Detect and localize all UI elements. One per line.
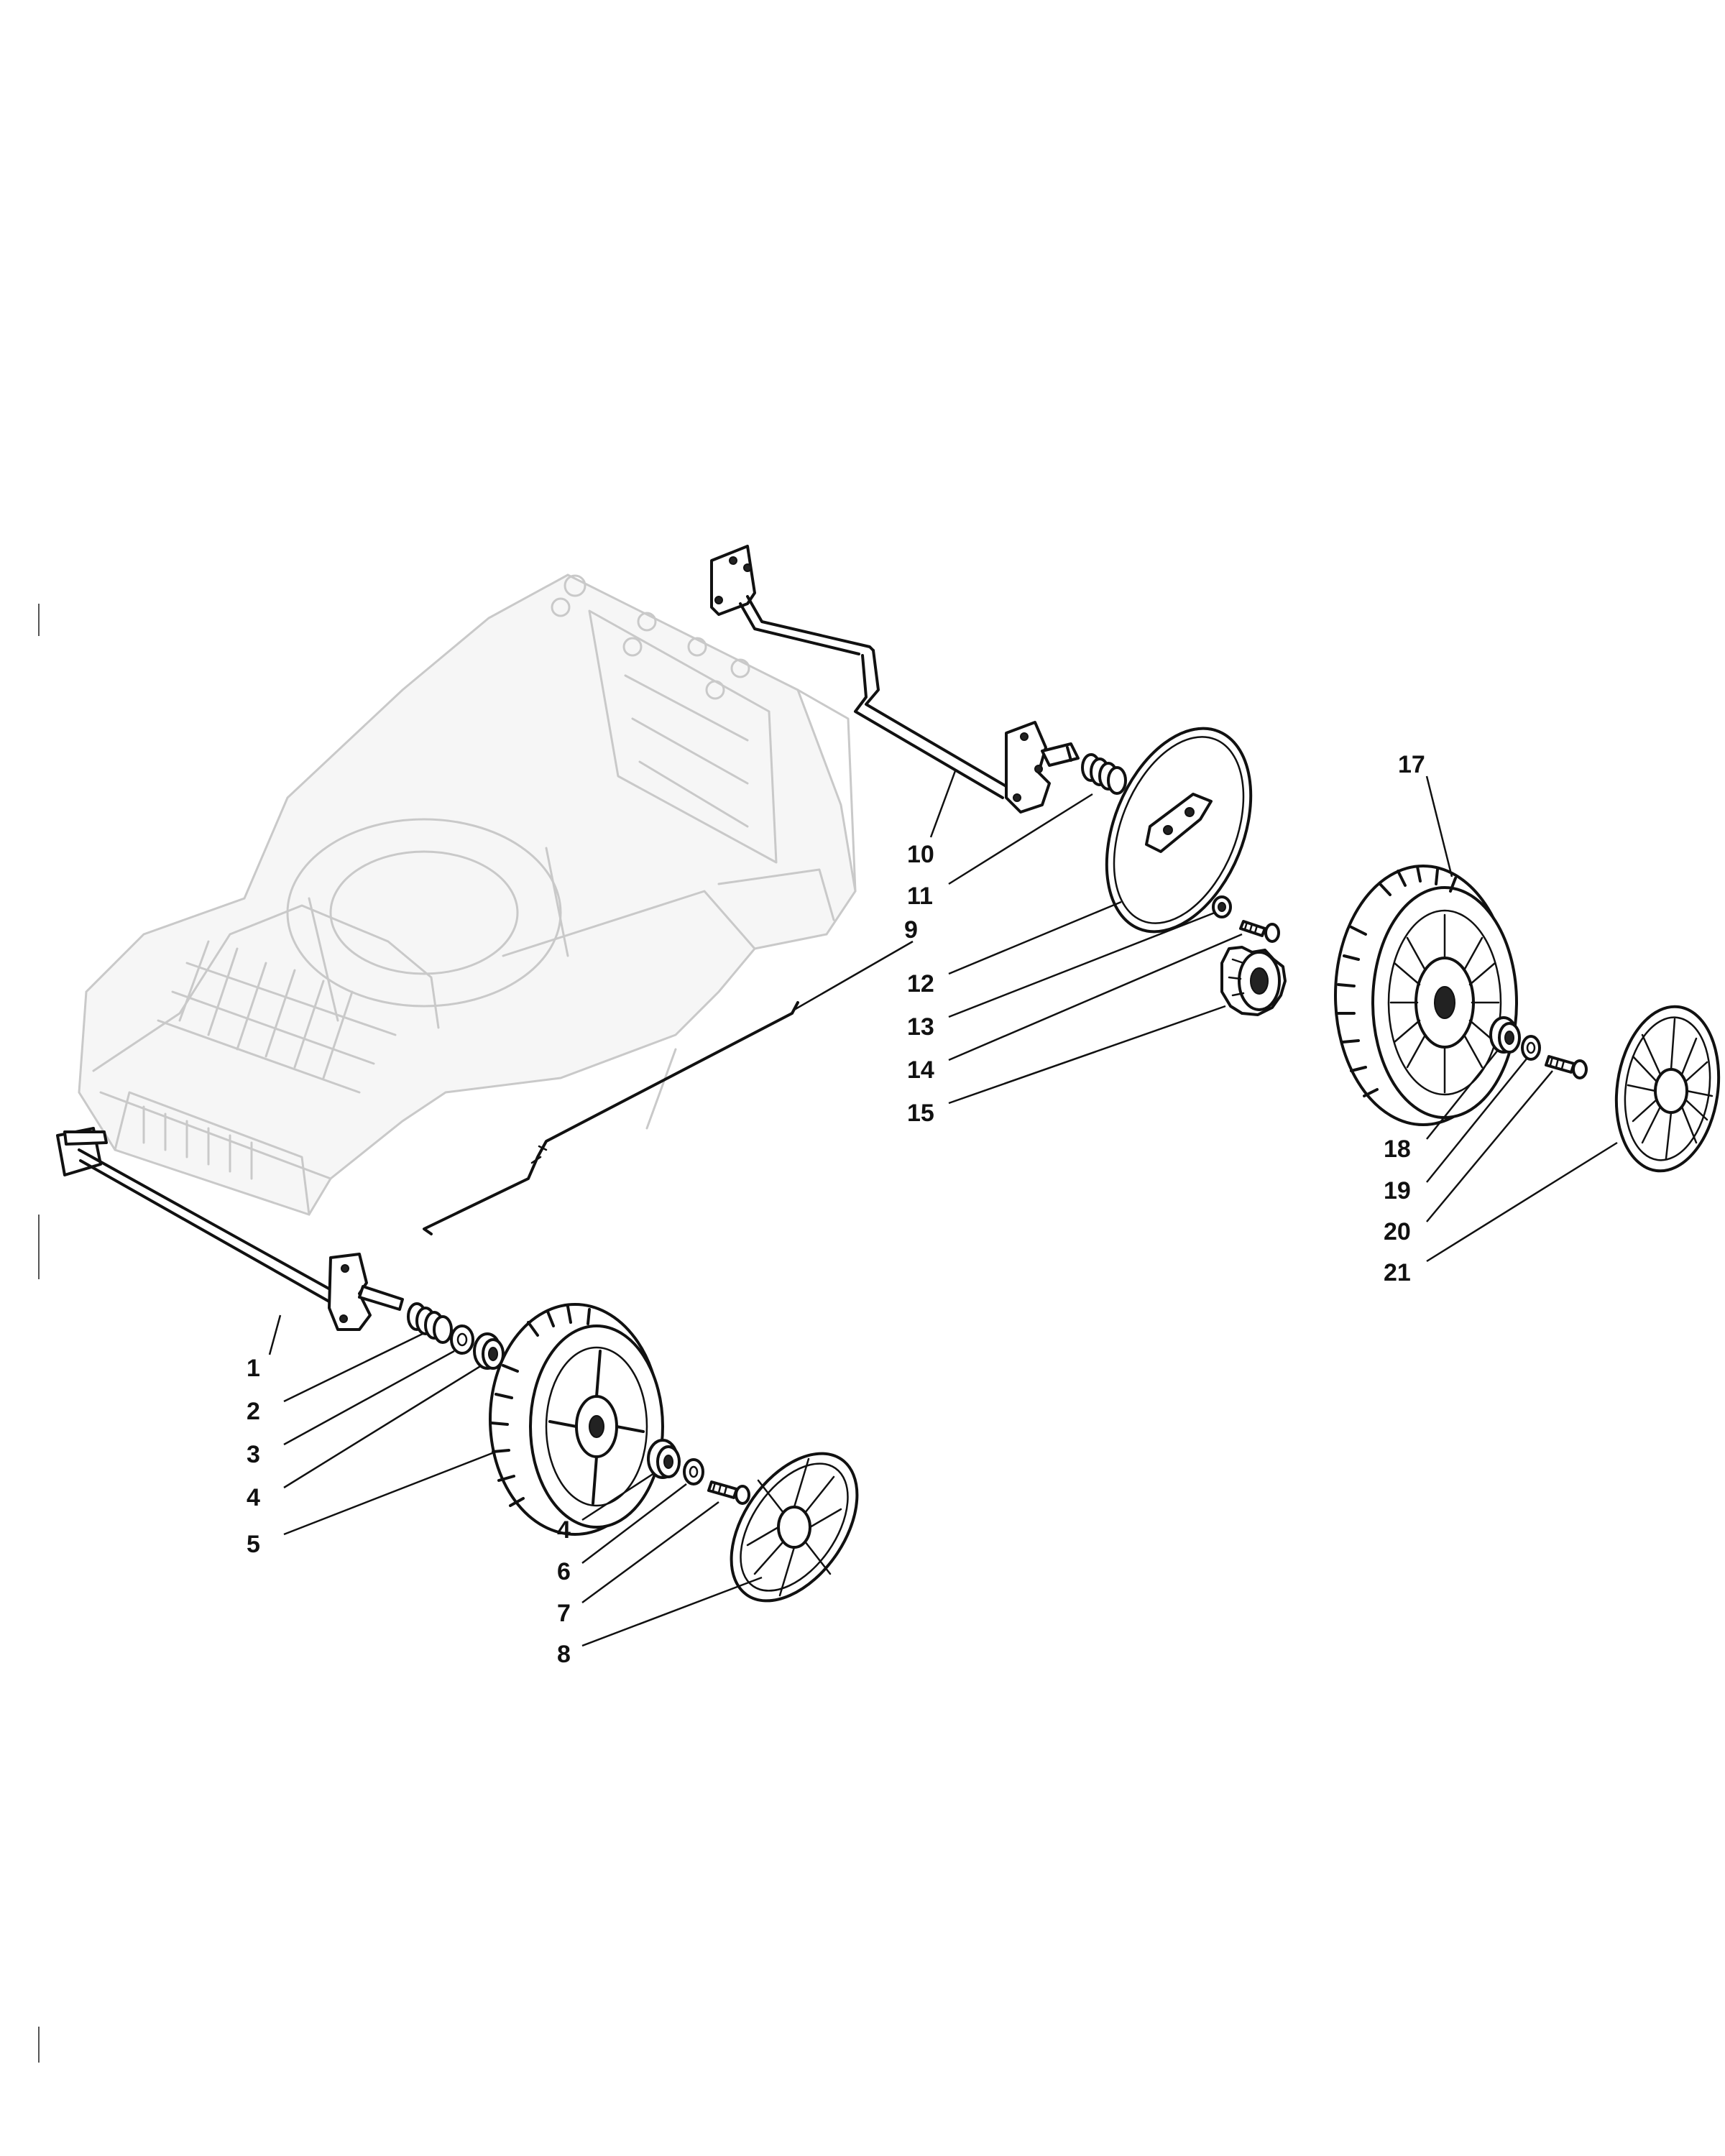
part-13-washer-hole xyxy=(1218,902,1226,912)
part-18-bearing xyxy=(1489,1016,1521,1054)
part-11-spring xyxy=(1081,753,1127,795)
part-4-bearing-inner xyxy=(473,1332,505,1370)
callout-8: 8 xyxy=(557,1641,571,1668)
callout-19: 19 xyxy=(1384,1177,1411,1204)
part-6-washer-hole xyxy=(689,1465,699,1478)
callout-7: 7 xyxy=(557,1600,571,1627)
leader-7 xyxy=(581,1501,719,1604)
callout-4-upper: 4 xyxy=(247,1484,260,1511)
leader-19 xyxy=(1426,1057,1528,1183)
callout-labels: 1 2 3 4 5 4 6 7 8 9 10 11 12 13 14 15 17… xyxy=(247,751,1425,1668)
mower-deck-outline xyxy=(78,573,857,1216)
leader-20 xyxy=(1426,1070,1553,1222)
callout-4-lower: 4 xyxy=(557,1516,571,1544)
part-9-rod-link xyxy=(530,1145,548,1164)
callout-13: 13 xyxy=(907,1013,934,1041)
part-12-cover-plate xyxy=(1105,727,1253,934)
leader-17 xyxy=(1425,775,1453,877)
part-1-front-axle-rod xyxy=(56,1127,404,1331)
leader-14 xyxy=(948,933,1243,1061)
leader-3 xyxy=(283,1350,455,1446)
part-20-bolt xyxy=(1545,1055,1588,1079)
callout-20: 20 xyxy=(1384,1218,1411,1245)
part-3-washer xyxy=(450,1325,474,1355)
part-17-rear-wheel xyxy=(1334,865,1518,1126)
leader-21 xyxy=(1426,1141,1618,1263)
leader-lines xyxy=(268,768,1618,1647)
part-9-connecting-rod xyxy=(423,1001,799,1235)
part-14-bolt xyxy=(1239,920,1280,943)
part-3-washer-hole xyxy=(456,1332,468,1347)
leader-12 xyxy=(948,900,1122,975)
leader-1 xyxy=(268,1314,282,1355)
part-7-bolt xyxy=(707,1480,750,1505)
callout-9: 9 xyxy=(904,916,918,944)
leader-9 xyxy=(794,940,914,1011)
callout-14: 14 xyxy=(907,1056,934,1084)
callout-5: 5 xyxy=(247,1531,260,1558)
part-19-washer xyxy=(1521,1035,1541,1061)
part-21-wheel-cap xyxy=(1614,1005,1721,1173)
callout-12: 12 xyxy=(907,970,934,998)
part-19-washer-hole xyxy=(1526,1041,1536,1054)
part-2-spring xyxy=(407,1302,453,1344)
leader-11 xyxy=(948,793,1093,885)
part-10-rear-axle-rod xyxy=(710,545,1080,814)
callout-18: 18 xyxy=(1384,1135,1411,1163)
part-4-bearing-outer xyxy=(647,1439,681,1479)
leader-4a xyxy=(283,1364,482,1489)
callout-1: 1 xyxy=(247,1355,260,1382)
leader-5 xyxy=(283,1450,497,1536)
leader-18 xyxy=(1426,1049,1499,1140)
callout-17: 17 xyxy=(1398,751,1425,778)
leader-8 xyxy=(581,1576,763,1647)
leader-6 xyxy=(581,1483,687,1564)
callout-2: 2 xyxy=(247,1398,260,1425)
part-15-pinion-gear xyxy=(1220,946,1287,1016)
leader-13 xyxy=(948,911,1215,1018)
callout-3: 3 xyxy=(247,1441,260,1468)
callout-21: 21 xyxy=(1384,1259,1411,1286)
callout-6: 6 xyxy=(557,1558,571,1585)
leader-10 xyxy=(929,768,957,838)
callout-11: 11 xyxy=(907,883,933,910)
leader-2 xyxy=(283,1332,425,1403)
part-5-front-wheel xyxy=(489,1303,664,1536)
callout-10: 10 xyxy=(907,841,934,868)
callout-15: 15 xyxy=(907,1100,934,1127)
leader-4b xyxy=(581,1472,655,1521)
part-6-washer xyxy=(683,1458,704,1485)
part-8-wheel-cap xyxy=(730,1452,859,1603)
leader-15 xyxy=(948,1005,1226,1105)
